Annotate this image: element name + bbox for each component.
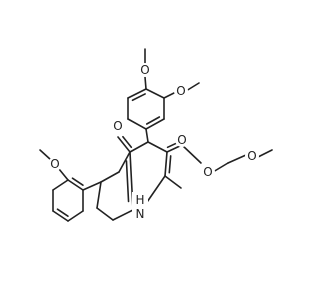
bond-2 — [145, 88, 165, 99]
double-bond-2 — [56, 208, 69, 217]
bond-35 — [58, 168, 69, 181]
atom-layer: O O O O O O O H N — [48, 63, 259, 222]
atom-nh: H N — [132, 192, 148, 222]
double-bond-6 — [168, 155, 172, 174]
atom-o-ether-chain-label: O — [247, 149, 256, 163]
bond-10 — [145, 128, 149, 143]
atom-o-ketone-label: O — [113, 119, 122, 133]
bond-36 — [39, 149, 52, 161]
bond-28 — [82, 181, 102, 191]
atom-o-ester-single-label: O — [203, 165, 212, 179]
bond-layer — [39, 48, 273, 222]
bond-24 — [181, 144, 202, 164]
bond-4 — [145, 118, 165, 130]
bond-15 — [96, 181, 102, 209]
atom-o-ester-single: O — [201, 165, 215, 179]
bond-22 — [164, 175, 182, 189]
bond-14 — [100, 171, 120, 183]
double-bond-0 — [131, 93, 146, 102]
bond-32 — [52, 210, 69, 222]
bond-13 — [118, 151, 131, 173]
bond-5 — [127, 118, 147, 130]
bond-25 — [212, 162, 229, 173]
bond-7 — [127, 88, 147, 99]
double-bond-1 — [145, 116, 161, 125]
atom-o-methoxy-top-label: O — [140, 63, 149, 77]
double-bond-7 — [125, 160, 130, 203]
double-bond-3 — [71, 177, 84, 186]
double-bond-4 — [122, 135, 133, 149]
bond-11 — [129, 141, 149, 153]
bond-1 — [144, 76, 147, 90]
bond-30 — [52, 179, 69, 191]
bond-27 — [257, 149, 273, 158]
bond-9 — [185, 82, 200, 92]
molecule-structure: O O O O O O O H N — [39, 48, 273, 222]
bond-29 — [67, 179, 84, 191]
atom-o-methoxy-phenyl: O — [48, 157, 62, 171]
atom-o-methoxy-top: O — [138, 63, 152, 77]
bond-16 — [96, 207, 114, 221]
bond-12 — [117, 136, 131, 153]
atom-n-label: N — [136, 207, 145, 221]
atom-o-methoxy-phenyl-label: O — [50, 157, 59, 171]
atom-o-ether-chain: O — [245, 149, 259, 163]
bond-33 — [67, 210, 84, 222]
bond-20 — [164, 151, 168, 177]
atom-o-methoxy-right-label: O — [176, 84, 185, 98]
atom-o-ketone: O — [111, 119, 125, 133]
atom-o-ester-carbonyl: O — [175, 133, 189, 147]
atom-o-methoxy-right: O — [174, 84, 188, 98]
bond-26 — [227, 154, 247, 164]
atom-o-ester-carbonyl-label: O — [177, 133, 186, 147]
bond-17 — [112, 209, 134, 221]
bond-19 — [147, 141, 168, 153]
atom-h-label: H — [135, 193, 144, 207]
bond-21 — [144, 175, 166, 206]
